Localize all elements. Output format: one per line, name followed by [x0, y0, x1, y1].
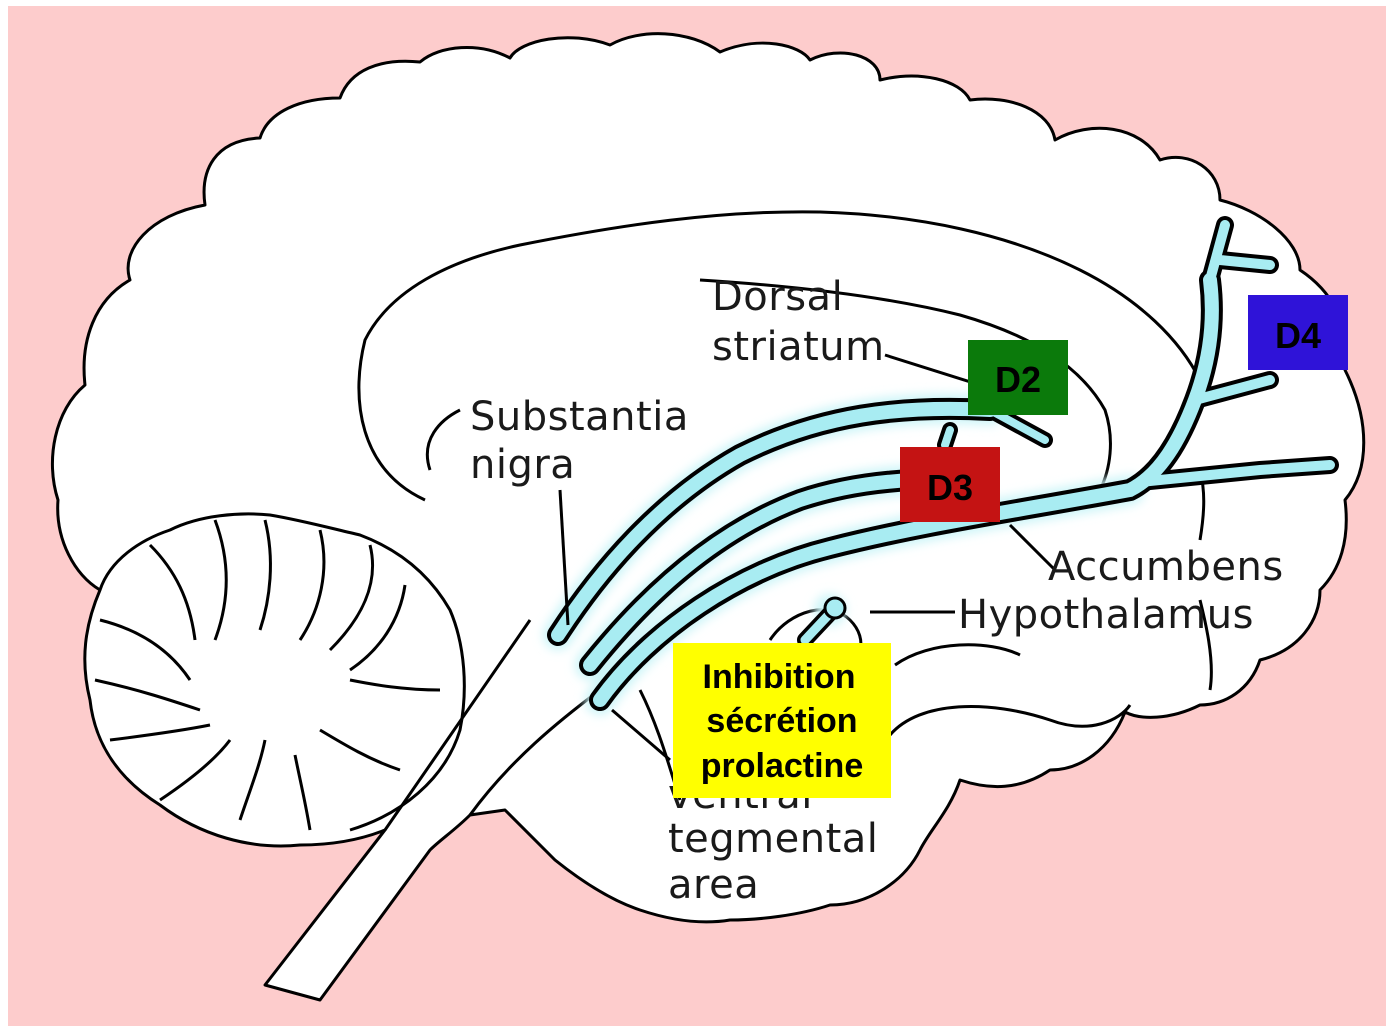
note-line2: sécrétion	[706, 702, 857, 740]
label-vta-line3: area	[668, 862, 759, 908]
label-hypothalamus: Hypothalamus	[958, 592, 1254, 638]
receptor-d3-box: D3	[900, 447, 1000, 522]
receptor-d4-label: D4	[1275, 315, 1321, 356]
label-dorsal-line2: striatum	[712, 324, 885, 370]
label-accumbens: Accumbens	[1048, 544, 1284, 590]
note-line3: prolactine	[701, 747, 863, 785]
receptor-d3-label: D3	[927, 467, 973, 508]
label-substantia-line2: nigra	[470, 442, 575, 488]
receptor-d2-box: D2	[968, 340, 1068, 415]
label-substantia-line1: Substantia	[470, 394, 689, 440]
label-dorsal-line1: Dorsal	[712, 274, 843, 320]
label-vta-line2: tegmental	[668, 816, 878, 862]
receptor-d2-label: D2	[995, 359, 1041, 400]
receptor-d4-box: D4	[1248, 295, 1348, 370]
prolactine-note: Inhibition sécrétion prolactine	[673, 643, 891, 798]
note-line1: Inhibition	[703, 658, 856, 696]
